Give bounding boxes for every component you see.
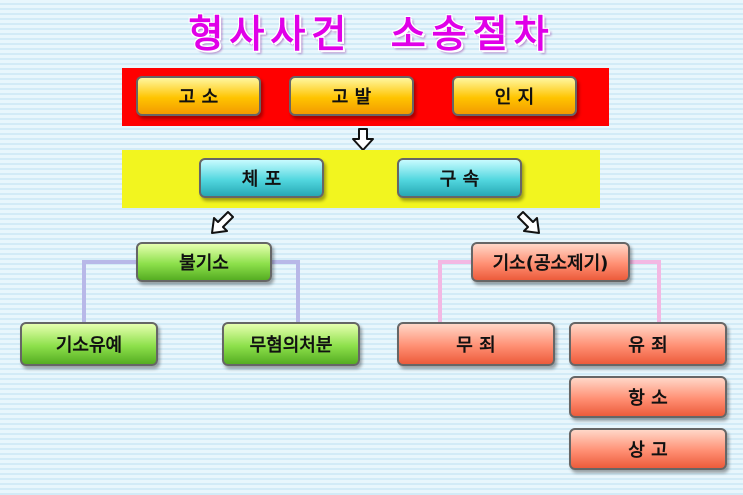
down-arrow-icon: [352, 128, 374, 151]
connector-prosecution: [438, 260, 661, 322]
node-guilty: 유 죄: [569, 322, 727, 366]
node-final-appeal: 상 고: [569, 428, 727, 470]
node-appeal: 항 소: [569, 376, 727, 418]
node-non-prosecution: 불기소: [136, 242, 272, 282]
down-left-arrow-icon: [211, 211, 234, 234]
node-complaint: 고 소: [136, 76, 261, 116]
node-recognition: 인 지: [452, 76, 577, 116]
node-accusation: 고 발: [289, 76, 414, 116]
page-title: 형사사건 소송절차: [188, 12, 555, 56]
connector-non-prosecution: [82, 260, 300, 322]
node-detention: 구 속: [397, 158, 522, 198]
node-suspended-prosecution: 기소유예: [20, 322, 158, 366]
node-not-guilty: 무 죄: [397, 322, 555, 366]
node-prosecution: 기소(공소제기): [471, 242, 630, 282]
node-arrest: 체 포: [199, 158, 324, 198]
node-no-charge: 무혐의처분: [222, 322, 360, 366]
down-right-arrow-icon: [517, 211, 540, 234]
